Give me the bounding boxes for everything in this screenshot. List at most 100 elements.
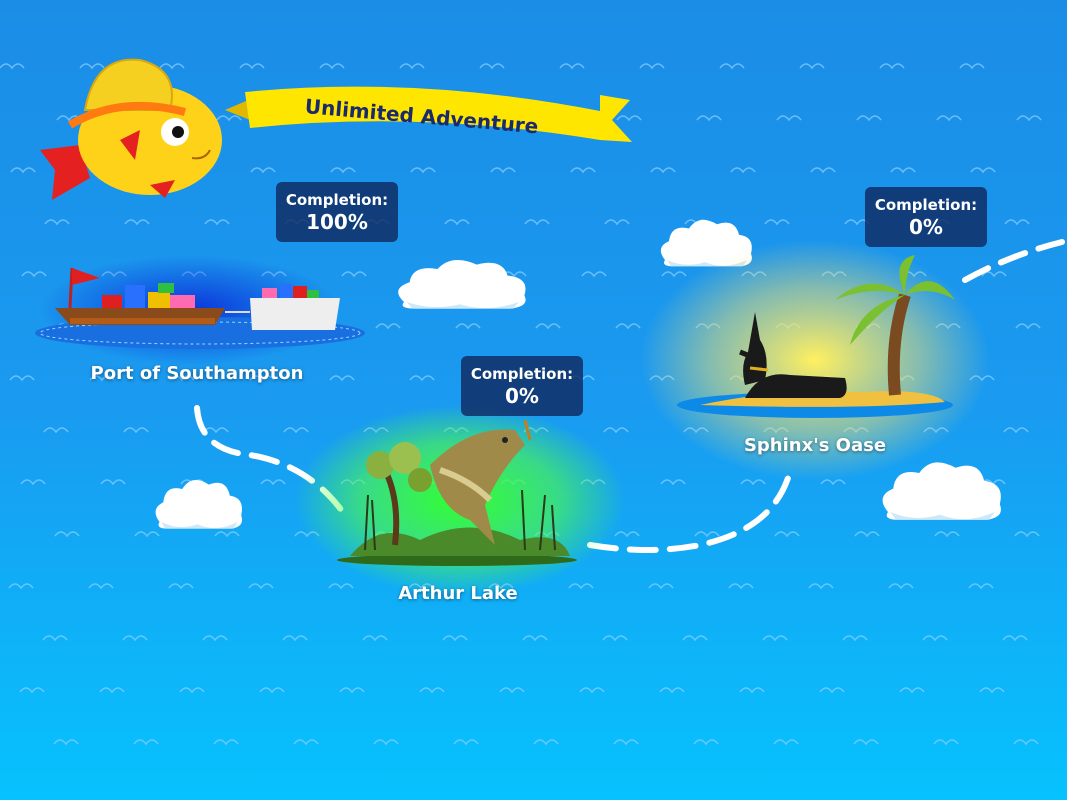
wave-mark [613, 739, 639, 745]
wave-mark [524, 219, 550, 225]
wave-mark [88, 583, 114, 589]
wave-mark [603, 427, 629, 433]
wave-mark [856, 115, 882, 121]
arthur-lake-island-icon[interactable] [295, 405, 625, 595]
wave-mark [122, 635, 148, 641]
wave-mark [615, 323, 641, 329]
wave-mark [204, 219, 230, 225]
wave-mark [410, 167, 436, 173]
location-arthur-lake[interactable]: Arthur Lake [398, 583, 518, 604]
wave-mark [202, 635, 228, 641]
wave-mark [808, 583, 834, 589]
fish-mascot-icon [40, 58, 222, 200]
wave-mark [21, 271, 47, 277]
wave-mark [319, 63, 345, 69]
wave-mark [568, 583, 594, 589]
wave-mark [43, 427, 69, 433]
wave-mark [660, 479, 686, 485]
wave-mark [694, 531, 720, 537]
wave-mark [293, 739, 319, 745]
wave-mark [239, 63, 265, 69]
wave-mark [259, 687, 285, 693]
wave-mark [442, 635, 468, 641]
location-sphinx-oase[interactable]: Sphinx's Oase [743, 435, 887, 456]
wave-mark [853, 739, 879, 745]
wave-mark [933, 739, 959, 745]
wave-mark [99, 687, 125, 693]
wave-mark [0, 63, 25, 69]
wave-mark [1004, 219, 1030, 225]
wave-mark [213, 739, 239, 745]
wave-mark [168, 583, 194, 589]
wave-mark [854, 531, 880, 537]
wave-mark [773, 739, 799, 745]
wave-mark [79, 63, 105, 69]
wave-mark [1013, 739, 1039, 745]
wave-mark [693, 739, 719, 745]
wave-mark [522, 635, 548, 641]
wave-mark [499, 687, 525, 693]
port-island-icon[interactable] [35, 255, 365, 365]
title-banner [225, 86, 632, 142]
wave-mark [819, 687, 845, 693]
wave-mark [614, 531, 640, 537]
wave-mark [216, 115, 242, 121]
wave-mark [53, 739, 79, 745]
wave-mark [739, 687, 765, 693]
cloud [398, 260, 526, 309]
wave-mark [124, 219, 150, 225]
wave-mark [728, 583, 754, 589]
wave-mark [479, 63, 505, 69]
wave-mark [730, 167, 756, 173]
wave-mark [934, 531, 960, 537]
wave-mark [339, 687, 365, 693]
wave-mark [820, 479, 846, 485]
wave-mark [899, 687, 925, 693]
wave-mark [1002, 635, 1028, 641]
wave-mark [375, 323, 401, 329]
wave-mark [648, 583, 674, 589]
wave-mark [1016, 115, 1042, 121]
wave-mark [444, 219, 470, 225]
wave-mark [764, 219, 790, 225]
wave-mark [810, 167, 836, 173]
wave-mark [659, 687, 685, 693]
wave-mark [639, 63, 665, 69]
sphinx-oase-island-icon[interactable] [640, 240, 990, 480]
wave-mark [282, 635, 308, 641]
wave-mark [329, 375, 355, 381]
wave-mark [399, 63, 425, 69]
wave-mark [888, 583, 914, 589]
wave-mark [159, 63, 185, 69]
wave-mark [959, 63, 985, 69]
wave-mark [44, 219, 70, 225]
location-port-of-southampton[interactable]: Port of Southampton [90, 363, 304, 384]
wave-mark [579, 687, 605, 693]
wave-mark [20, 479, 46, 485]
wave-mark [774, 531, 800, 537]
completion-value: 0% [505, 384, 539, 408]
wave-mark [9, 375, 35, 381]
wave-mark [1003, 427, 1029, 433]
cloud [882, 462, 1001, 520]
wave-mark [922, 635, 948, 641]
wave-mark [533, 739, 559, 745]
wave-mark [283, 427, 309, 433]
wave-mark [330, 167, 356, 173]
wave-mark [979, 687, 1005, 693]
wave-mark [362, 635, 388, 641]
wave-mark [248, 583, 274, 589]
wave-mark [42, 635, 68, 641]
wave-mark [1014, 531, 1040, 537]
wave-mark [650, 167, 676, 173]
wave-mark [100, 479, 126, 485]
wave-mark [879, 63, 905, 69]
wave-mark [409, 375, 435, 381]
wave-mark [936, 115, 962, 121]
wave-mark [968, 583, 994, 589]
wave-mark [559, 63, 585, 69]
wave-mark [455, 323, 481, 329]
wave-mark [453, 739, 479, 745]
wave-mark [890, 167, 916, 173]
